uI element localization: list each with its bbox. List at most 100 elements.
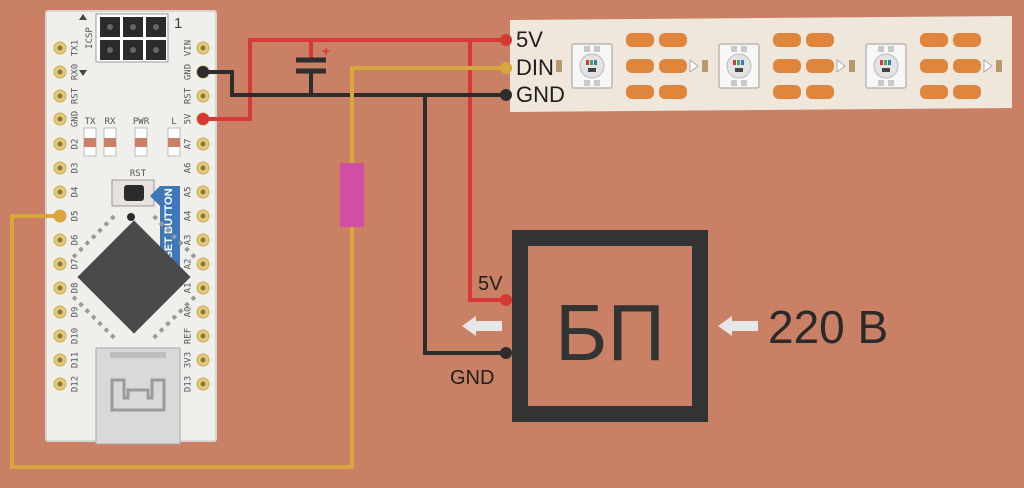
header-pin bbox=[196, 353, 210, 367]
pin-label: RX0 bbox=[71, 64, 81, 80]
header-pin bbox=[196, 233, 210, 247]
psu-dot-5v bbox=[500, 294, 512, 306]
usb-icon bbox=[110, 378, 166, 412]
header-pin bbox=[53, 281, 67, 295]
pin-label: A5 bbox=[184, 187, 194, 198]
pin-label: D4 bbox=[71, 187, 81, 198]
strip-chip-resistor bbox=[556, 60, 562, 72]
pin-label: RST bbox=[184, 87, 194, 104]
header-pin bbox=[53, 257, 67, 271]
led-rx: RX bbox=[103, 117, 117, 157]
pin-label: D12 bbox=[71, 376, 81, 392]
header-pin bbox=[53, 233, 67, 247]
pin-label: RST bbox=[71, 87, 81, 104]
psu-5v-label: 5V bbox=[478, 273, 503, 295]
pin-dot-d5 bbox=[54, 210, 66, 222]
strip-led-cell bbox=[865, 33, 1002, 99]
pin-label: D6 bbox=[71, 235, 81, 246]
capacitor: + bbox=[296, 40, 330, 95]
header-pin bbox=[53, 89, 67, 103]
strip-gnd-label: GND bbox=[516, 82, 565, 107]
header-pin bbox=[53, 377, 67, 391]
header-pin bbox=[53, 112, 67, 126]
header-pin bbox=[196, 161, 210, 175]
pin-label: 3V3 bbox=[184, 352, 194, 368]
strip-dot-gnd bbox=[500, 89, 512, 101]
wires: + bbox=[10, 34, 512, 469]
power-supply: БП 5V GND 220 В bbox=[450, 230, 888, 422]
output-arrow-icon bbox=[462, 316, 502, 336]
icsp-pin1-label: 1 bbox=[174, 15, 182, 32]
header-pin bbox=[53, 353, 67, 367]
pin-label: A1 bbox=[184, 283, 194, 294]
wire-5v-arduino bbox=[203, 38, 505, 121]
pin-label: D5 bbox=[71, 211, 81, 222]
header-pin bbox=[196, 209, 210, 223]
header-pin bbox=[196, 305, 210, 319]
pin-label: GND bbox=[71, 111, 81, 127]
strip-dot-din bbox=[500, 62, 512, 74]
header-pin bbox=[196, 281, 210, 295]
pin-label: D9 bbox=[71, 307, 81, 318]
pin-label: D8 bbox=[71, 283, 81, 294]
led-tx: TX bbox=[83, 117, 97, 157]
header-pin bbox=[53, 161, 67, 175]
arduino-nano-board: ICSP 1 TX1RX0RSTGNDD2D3D4D5D6D7D8D9D10D1… bbox=[45, 10, 217, 445]
pin-label: A4 bbox=[184, 211, 194, 222]
psu-input-label: 220 В bbox=[768, 301, 888, 353]
icsp-header: ICSP 1 bbox=[85, 13, 182, 63]
pin-label: TX1 bbox=[71, 40, 81, 56]
icsp-label: ICSP bbox=[85, 27, 95, 49]
led-tx-label: TX bbox=[85, 117, 96, 127]
usb-shell[interactable] bbox=[95, 347, 181, 445]
triangle-marker-icon bbox=[79, 70, 87, 76]
pin-label: D13 bbox=[184, 376, 194, 392]
header-pin bbox=[196, 185, 210, 199]
right-header-pins bbox=[196, 41, 210, 391]
status-leds: TX RX PWR L bbox=[83, 117, 181, 157]
chip-body bbox=[77, 220, 191, 334]
capacitor-plus-sign: + bbox=[322, 43, 330, 59]
led-l-label: L bbox=[171, 117, 176, 127]
pin-label: A7 bbox=[184, 139, 194, 150]
strip-led-cell bbox=[571, 33, 708, 99]
pin-label: A0 bbox=[184, 307, 194, 318]
psu-dot-gnd bbox=[500, 347, 512, 359]
psu-gnd-label: GND bbox=[450, 367, 494, 389]
strip-led-cell bbox=[718, 33, 855, 99]
pin-label: D7 bbox=[71, 259, 81, 270]
header-pin bbox=[53, 137, 67, 151]
strip-dot-5v bbox=[500, 34, 512, 46]
pin-label: A6 bbox=[184, 163, 194, 174]
header-pin bbox=[196, 137, 210, 151]
strip-5v-label: 5V bbox=[516, 27, 543, 52]
rst-label: RST bbox=[130, 169, 147, 179]
psu-frame bbox=[512, 230, 708, 422]
strip-din-label: DIN bbox=[516, 55, 554, 80]
pin-label: D11 bbox=[71, 352, 81, 368]
pin-label: GND bbox=[184, 64, 194, 80]
pin-label: D10 bbox=[71, 328, 81, 344]
psu-title: БП bbox=[555, 288, 665, 377]
wire-data bbox=[10, 66, 505, 469]
header-pin bbox=[53, 65, 67, 79]
reset-hole bbox=[127, 213, 135, 221]
reset-button[interactable]: RST bbox=[111, 169, 155, 221]
mini-usb-connector[interactable] bbox=[95, 347, 181, 445]
pin-dot-5v bbox=[197, 113, 209, 125]
header-pin bbox=[53, 329, 67, 343]
pin-label: REF bbox=[184, 328, 194, 344]
wire-gnd-arduino bbox=[203, 70, 505, 97]
led-pwr-label: PWR bbox=[133, 117, 150, 127]
header-pin bbox=[196, 89, 210, 103]
wire-gnd-psu bbox=[423, 95, 505, 355]
header-pin bbox=[196, 41, 210, 55]
reset-button-cap[interactable] bbox=[124, 185, 144, 201]
triangle-marker-icon bbox=[79, 14, 87, 20]
pin-dot-gnd bbox=[197, 66, 209, 78]
header-pin bbox=[196, 329, 210, 343]
left-header-pins bbox=[53, 41, 67, 391]
pin-label: D3 bbox=[71, 163, 81, 174]
